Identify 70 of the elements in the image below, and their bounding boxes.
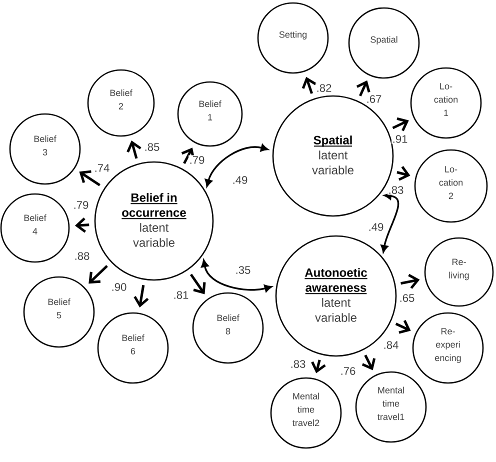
indicator-circle bbox=[97, 312, 169, 384]
factor-title: Spatial bbox=[314, 136, 353, 147]
indicator-circle bbox=[0, 193, 70, 263]
indicator-label: Belief 5 bbox=[48, 298, 70, 318]
indicator-label: Belief 8 bbox=[217, 314, 240, 334]
indicator-circle bbox=[424, 237, 494, 307]
arrow bbox=[356, 80, 370, 96]
indicator-label: Belief 6 bbox=[122, 334, 144, 354]
indicator-circle bbox=[348, 7, 420, 79]
arrow bbox=[190, 274, 206, 294]
arrow bbox=[79, 170, 100, 186]
curved-double-arrow bbox=[380, 192, 400, 253]
factor-subtitle: latent variable bbox=[315, 298, 356, 322]
edge-label: .35 bbox=[234, 265, 252, 275]
edge-label: .83 bbox=[290, 359, 306, 369]
indicator-circle bbox=[192, 292, 264, 364]
arrow bbox=[392, 117, 409, 132]
arrow bbox=[302, 76, 316, 94]
indicator-circle bbox=[177, 81, 243, 147]
curved-double-arrow bbox=[204, 144, 268, 187]
edge-label: .79 bbox=[188, 155, 206, 165]
edge-label: .91 bbox=[392, 134, 408, 144]
indicator-circle bbox=[412, 312, 484, 384]
edge-label: .49 bbox=[368, 222, 384, 232]
indicator-circle bbox=[355, 371, 427, 443]
edge-label: .88 bbox=[74, 251, 90, 261]
indicator-label: Belief 2 bbox=[110, 89, 132, 110]
indicator-label: Mental time travel2 bbox=[292, 392, 320, 426]
latent-variable-circle bbox=[275, 235, 397, 357]
indicator-label: Re- experi encing bbox=[435, 328, 461, 363]
edge-label: .49 bbox=[232, 175, 248, 185]
edge-label: .84 bbox=[382, 340, 400, 350]
indicator-label: Lo- cation 2 bbox=[439, 166, 462, 199]
arrow bbox=[134, 284, 149, 308]
indicator-circle bbox=[257, 2, 329, 74]
edge-label: .67 bbox=[366, 94, 382, 104]
edge-label: .79 bbox=[72, 200, 90, 210]
factor-subtitle: latent variable bbox=[133, 223, 174, 247]
edge-label: .85 bbox=[144, 142, 160, 152]
edge-label: .83 bbox=[388, 185, 404, 195]
arrow bbox=[362, 354, 376, 370]
arrow bbox=[400, 274, 420, 289]
arrow bbox=[88, 265, 108, 284]
factor-subtitle: latent variable bbox=[312, 150, 354, 174]
edge-label: .82 bbox=[316, 83, 332, 93]
indicator-label: Mental time travel1 bbox=[378, 386, 404, 420]
indicator-label: Belief 4 bbox=[24, 214, 46, 234]
indicator-label: Lo- cation 1 bbox=[434, 83, 458, 116]
indicator-label: Belief 3 bbox=[34, 135, 56, 156]
edge-label: .74 bbox=[94, 163, 110, 173]
indicator-label: Setting bbox=[279, 31, 307, 40]
indicator-label: Spatial bbox=[370, 36, 398, 45]
edge-label: .90 bbox=[110, 282, 128, 292]
factor-title: Belief in occurrence bbox=[121, 193, 187, 220]
indicator-label: Belief 1 bbox=[199, 100, 222, 120]
edge-label: .81 bbox=[172, 290, 190, 300]
indicator-circle bbox=[414, 149, 488, 223]
curved-double-arrow bbox=[201, 260, 272, 292]
arrow bbox=[395, 320, 411, 334]
indicator-circle bbox=[23, 276, 95, 348]
indicator-circle bbox=[9, 113, 81, 185]
arrow bbox=[181, 148, 195, 164]
indicator-circle bbox=[87, 69, 155, 137]
edge-label: .76 bbox=[340, 366, 356, 376]
indicator-label: Re- living bbox=[449, 258, 469, 280]
factor-title: Autonoetic awareness bbox=[304, 268, 368, 294]
indicator-circle bbox=[270, 377, 342, 449]
arrow bbox=[126, 140, 142, 159]
indicator-circle bbox=[410, 67, 482, 139]
edge-label: .65 bbox=[398, 293, 416, 303]
